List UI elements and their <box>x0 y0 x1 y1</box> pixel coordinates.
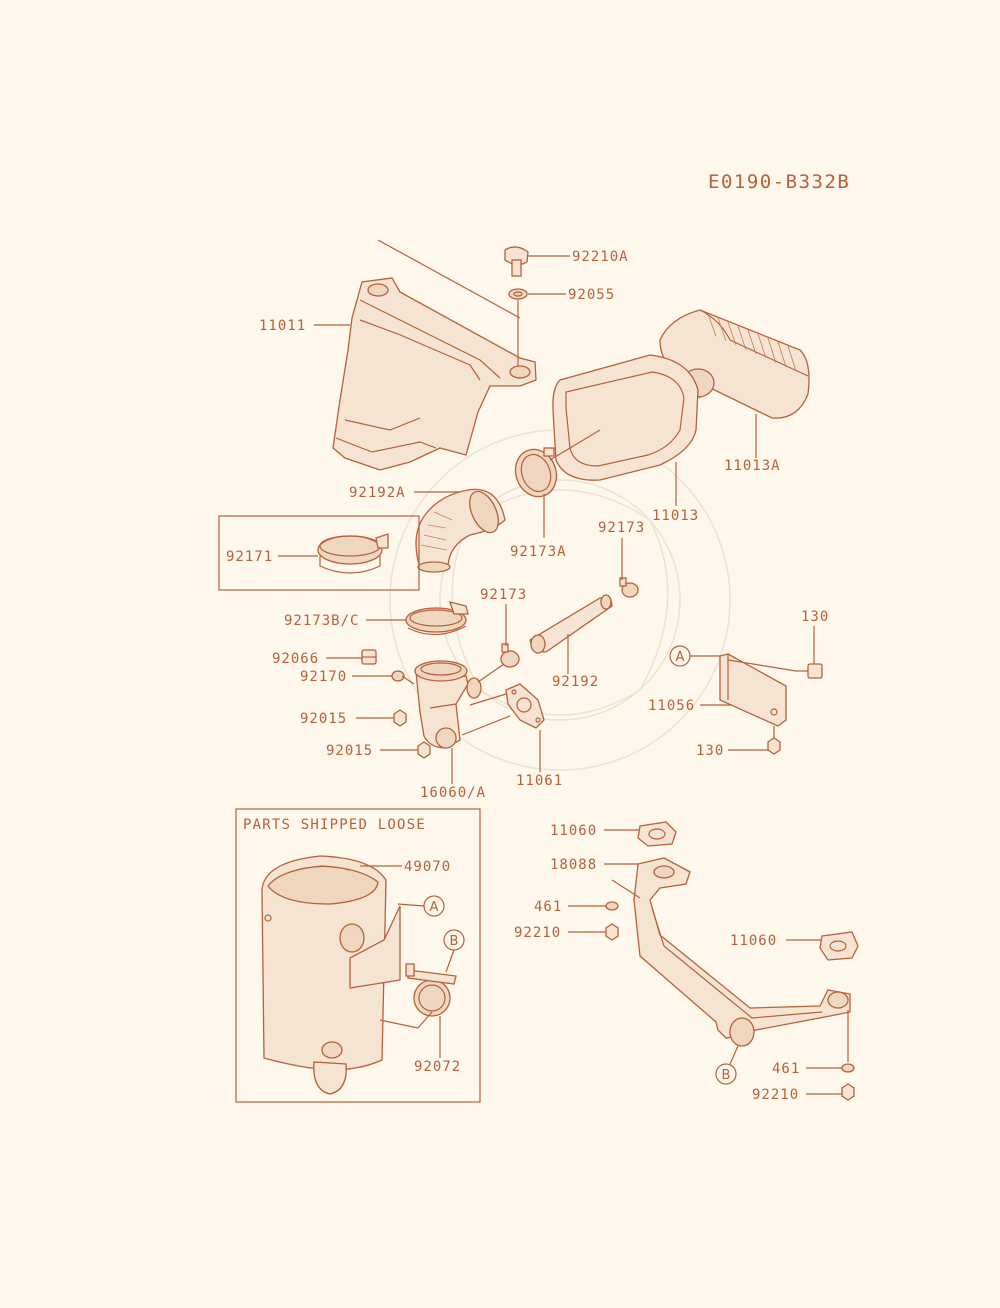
gasket-11060-top <box>637 821 677 847</box>
washer-461-b <box>841 1063 855 1073</box>
label-92015-b: 92015 <box>326 743 373 759</box>
svg-text:B: B <box>450 934 459 949</box>
label-130-bottom: 130 <box>696 743 724 759</box>
washer-461-a <box>605 901 619 911</box>
label-92210-b: 92210 <box>752 1087 799 1103</box>
callout-A-muffler: A <box>423 895 445 917</box>
nut-92015-a <box>393 709 407 727</box>
nut-92210-a <box>605 923 619 941</box>
label-18088: 18088 <box>550 857 597 873</box>
label-92210-a: 92210 <box>514 925 561 941</box>
clamp-92173BC <box>405 601 469 636</box>
label-11060-a: 11060 <box>550 823 597 839</box>
label-92066: 92066 <box>272 651 319 667</box>
callout-A-bracket: A <box>669 645 691 667</box>
label-92173A: 92173A <box>510 544 567 560</box>
label-11056: 11056 <box>648 698 695 714</box>
bolt-130-bottom <box>767 726 781 755</box>
air-cleaner-cover <box>332 239 537 471</box>
label-461-b: 461 <box>772 1061 800 1077</box>
clamp-92171 <box>317 533 389 574</box>
label-92192: 92192 <box>552 674 599 690</box>
wing-bolt-92210A <box>504 246 529 277</box>
svg-text:A: A <box>676 650 685 665</box>
nut-92210-b <box>841 1083 855 1101</box>
label-92072: 92072 <box>414 1059 461 1075</box>
clamp-92173-top <box>619 577 639 598</box>
label-92173-top: 92173 <box>598 520 645 536</box>
nipple-92066 <box>361 649 377 665</box>
callout-B-pipe: B <box>715 1063 737 1085</box>
part-labels: 92210A 92055 11011 11013A 11013 92192A 9… <box>226 249 829 1103</box>
bracket-11056 <box>719 653 787 727</box>
label-92173BC: 92173B/C <box>284 613 359 629</box>
bolt-130-top <box>796 663 823 679</box>
muffler-49070 <box>261 855 401 1095</box>
label-92015-a: 92015 <box>300 711 347 727</box>
gasket-11061 <box>505 683 545 729</box>
elbow-hose-92192A <box>415 488 506 573</box>
label-461-a: 461 <box>534 899 562 915</box>
clamp-92171-box <box>218 515 420 591</box>
label-11011: 11011 <box>259 318 306 334</box>
exhaust-pipe-18088 <box>633 857 851 1047</box>
nut-92015-b <box>417 741 431 759</box>
label-92170: 92170 <box>300 669 347 685</box>
clamp-92170 <box>391 670 415 685</box>
label-49070: 49070 <box>404 859 451 875</box>
washer-92055 <box>508 288 528 300</box>
clamp-92173-mid <box>500 643 520 668</box>
label-11013: 11013 <box>652 508 699 524</box>
svg-text:B: B <box>722 1068 731 1083</box>
parts-shipped-loose-title: PARTS SHIPPED LOOSE <box>243 817 426 833</box>
callout-B-muffler: B <box>443 929 465 951</box>
label-92210A: 92210A <box>572 249 629 265</box>
label-130-top: 130 <box>801 609 829 625</box>
clamp-92173A <box>514 447 558 498</box>
diagram-code: E0190-B332B <box>708 171 850 193</box>
label-92173-mid: 92173 <box>480 587 527 603</box>
pre-cleaner-11013 <box>552 354 699 481</box>
label-11060-b: 11060 <box>730 933 777 949</box>
svg-text:A: A <box>430 900 439 915</box>
label-92192A: 92192A <box>349 485 406 501</box>
breather-hose-92192 <box>529 594 613 654</box>
label-11061: 11061 <box>516 773 563 789</box>
parts-shipped-loose-box <box>235 808 481 1103</box>
label-92171: 92171 <box>226 549 273 565</box>
clamp-92072 <box>405 963 457 1017</box>
gasket-11060-right <box>819 931 859 961</box>
label-92055: 92055 <box>568 287 615 303</box>
inlet-pipe-16060A <box>414 660 482 749</box>
leader-lines <box>278 255 842 1095</box>
label-16060A: 16060/A <box>420 785 486 801</box>
label-11013A: 11013A <box>724 458 781 474</box>
